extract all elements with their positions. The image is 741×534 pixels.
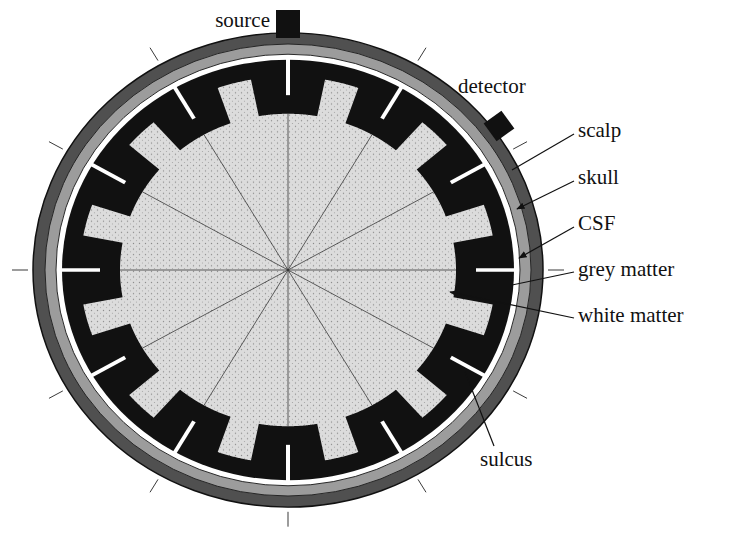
radial-line [120, 270, 288, 271]
radial-line [288, 270, 372, 405]
radial-line [143, 192, 288, 270]
sulcus-slit [91, 357, 125, 375]
radial-line [288, 270, 433, 348]
radial-tick [418, 479, 426, 492]
part-label: skull [578, 167, 619, 188]
radial-tick [49, 391, 63, 398]
sulcus-slit [286, 59, 290, 95]
probe-label: source [215, 10, 270, 31]
radial-line [288, 270, 289, 426]
radial-tick [548, 270, 564, 271]
scalp-layer [33, 33, 543, 507]
sulcus-slit [382, 87, 402, 118]
radial-line [143, 270, 288, 348]
radial-line [288, 192, 433, 270]
part-label: sulcus [480, 449, 533, 470]
part-label: white matter [578, 305, 684, 326]
grey-matter-layer [62, 60, 514, 480]
sulcus-slit [175, 421, 195, 452]
radial-line [288, 114, 289, 270]
radial-tick [150, 479, 158, 492]
leader-line [519, 227, 574, 258]
white-matter-region [83, 80, 492, 461]
sulcus-slit [476, 268, 515, 272]
probe-shape [276, 10, 300, 38]
leader-line [512, 134, 574, 170]
radial-tick [49, 142, 63, 149]
sulcus-slit [175, 87, 195, 118]
radial-line [204, 270, 288, 405]
radial-tick [418, 48, 426, 61]
probe-shape [484, 111, 515, 142]
radial-tick [513, 391, 527, 398]
part-label: CSF [578, 213, 615, 234]
source-box: source [276, 10, 300, 38]
leader-line [512, 272, 574, 285]
sulcus-slit [451, 357, 485, 375]
sulcus-slit [382, 421, 402, 452]
radial-tick [150, 48, 158, 61]
sulcus-slit [451, 164, 485, 182]
sulcus-slit [286, 445, 290, 481]
csf-layer [56, 54, 520, 486]
probe-label: detector [458, 76, 526, 97]
sulcus-slit [61, 268, 100, 272]
radial-tick [513, 142, 527, 149]
leader-line [465, 372, 494, 446]
radial-tick [12, 270, 28, 271]
skull-layer [45, 44, 531, 496]
radial-tick [288, 512, 289, 527]
leader-line [450, 292, 574, 318]
part-label: scalp [578, 120, 621, 141]
sulcus-slit [91, 164, 125, 182]
detector-box: detector [488, 115, 510, 137]
part-label: grey matter [578, 259, 674, 280]
radial-line [288, 135, 372, 270]
radial-line [288, 270, 456, 271]
leader-line [517, 181, 574, 209]
radial-line [204, 135, 288, 270]
